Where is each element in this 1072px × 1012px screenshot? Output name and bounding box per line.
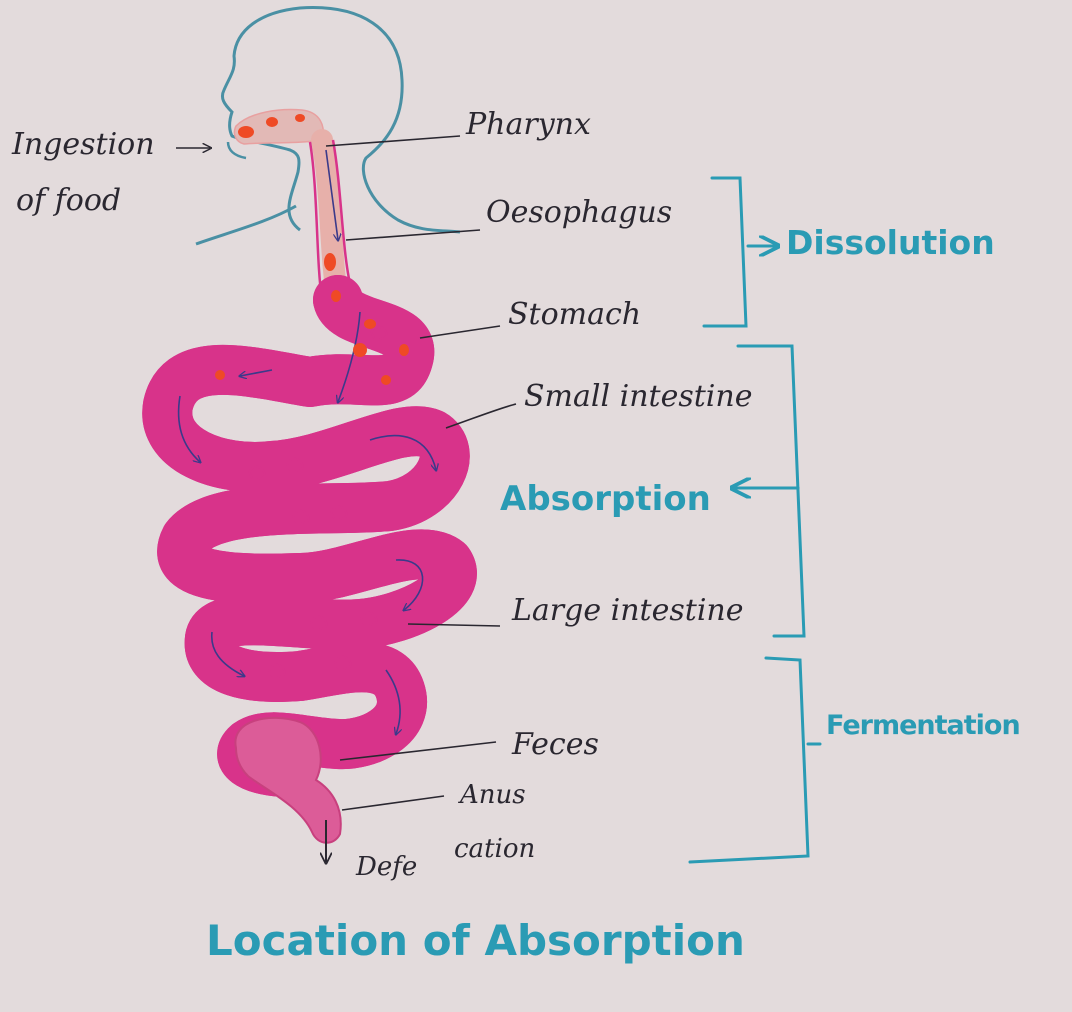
flow-arrows	[177, 149, 436, 734]
label-anus: Anus	[460, 780, 526, 810]
label-defecation-part1: Defe	[356, 852, 418, 882]
mouth-outline	[226, 141, 247, 160]
caption-title: Location of Absorption	[206, 916, 745, 965]
label-large-intestine: Large intestine	[512, 593, 744, 628]
stage-fermentation: Fermentation	[826, 710, 1021, 741]
fermentation-bracket	[688, 656, 810, 864]
label-oesophagus: Oesophagus	[486, 195, 673, 230]
label-stomach: Stomach	[508, 297, 642, 332]
pointer-lines	[176, 135, 517, 811]
intestinal-tract	[167, 275, 452, 797]
label-ingestion: Ingestion	[12, 127, 155, 162]
label-feces: Feces	[512, 727, 599, 762]
rectum	[234, 716, 342, 844]
food-particles	[215, 114, 409, 385]
head-outline	[220, 6, 461, 234]
label-small-intestine: Small intestine	[524, 379, 753, 414]
absorption-bracket	[736, 344, 806, 638]
label-of-food: of food	[16, 183, 122, 218]
curl-arrow-icon	[248, 325, 388, 678]
label-pharynx: Pharynx	[466, 107, 591, 142]
stage-dissolution: Dissolution	[786, 223, 995, 262]
label-defecation-part2: cation	[454, 834, 536, 864]
dissolution-bracket	[702, 176, 748, 328]
neck-front-outline	[195, 204, 297, 246]
stage-absorption: Absorption	[500, 479, 711, 519]
stage-brackets	[688, 176, 822, 864]
